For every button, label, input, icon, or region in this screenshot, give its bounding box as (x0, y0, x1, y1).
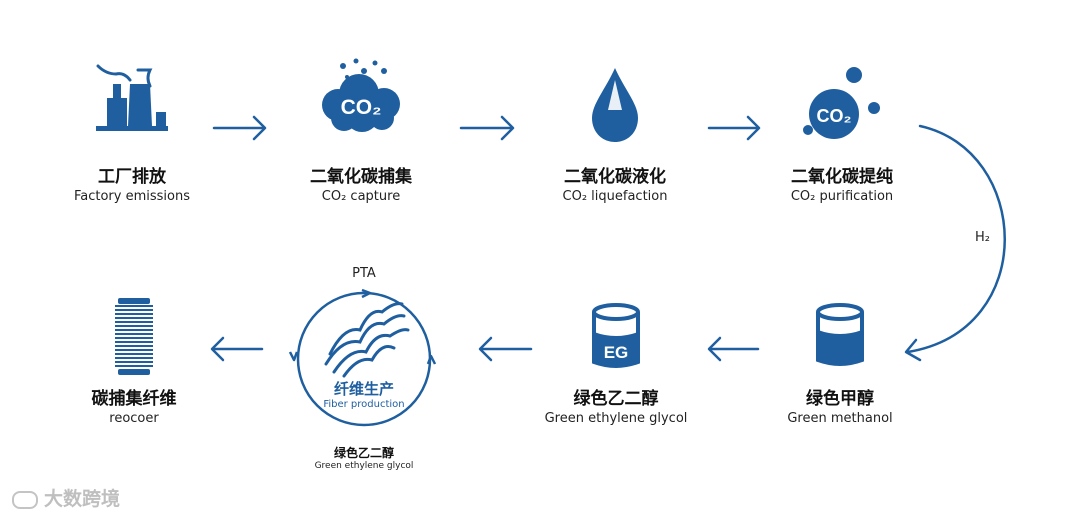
arrow-right-icon (459, 115, 515, 141)
node-title: 工厂排放 (98, 167, 166, 187)
curved-arrow-icon (904, 124, 1006, 362)
beaker-icon (816, 303, 864, 366)
co2-purification-text: CO₂ (817, 106, 852, 126)
eg-text: EG (604, 343, 629, 362)
fiber-production-subtitle: Fiber production (323, 399, 405, 410)
node-title: 二氧化碳捕集 (310, 167, 412, 187)
node-co2-purification: 二氧化碳提纯 CO₂ purification (762, 162, 922, 204)
yarn-spool-icon (115, 298, 153, 375)
droplet-icon (592, 68, 638, 142)
watermark-logo-icon (12, 490, 38, 509)
node-title: 绿色甲醇 (806, 389, 874, 409)
co2-capture-text: CO₂ (341, 96, 382, 119)
node-title: 二氧化碳提纯 (791, 167, 893, 187)
arrow-left-icon (478, 336, 533, 362)
node-co2-capture: 二氧化碳捕集 CO₂ capture (281, 162, 441, 204)
node-subtitle: Green methanol (787, 411, 893, 426)
node-co2-liquefaction: 二氧化碳液化 CO₂ liquefaction (535, 162, 695, 204)
arrow-left-icon (707, 336, 760, 362)
eg-beaker-icon: EG (592, 303, 640, 368)
fiber-cycle-bottom-label: 绿色乙二醇 Green ethylene glycol (299, 444, 429, 471)
node-subtitle: CO₂ liquefaction (562, 189, 668, 204)
node-title: 二氧化碳液化 (564, 167, 666, 187)
node-title: 绿色乙二醇 (573, 389, 659, 409)
fiber-cycle-bottom-title: 绿色乙二醇 (333, 446, 394, 460)
node-subtitle: Factory emissions (73, 189, 191, 204)
node-factory-emissions: 工厂排放 Factory emissions (62, 162, 202, 204)
fiber-cycle-icon (288, 288, 437, 427)
arrow-right-icon (707, 115, 761, 141)
node-subtitle: reocoer (109, 411, 159, 426)
co2-bubble-icon: CO₂ (803, 67, 880, 139)
arrow-left-icon (210, 336, 264, 362)
node-subtitle: CO₂ capture (321, 189, 401, 204)
arrow-right-icon (212, 115, 267, 141)
node-subtitle: Green ethylene glycol (544, 411, 688, 426)
h2-label: H₂ (975, 230, 990, 245)
node-carbon-capture-fiber: 碳捕集纤维 reocoer (64, 384, 204, 426)
node-green-methanol: 绿色甲醇 Green methanol (770, 384, 910, 426)
watermark: 大数跨境 (12, 484, 120, 511)
node-title: 碳捕集纤维 (91, 389, 177, 409)
pta-label: PTA (352, 266, 376, 281)
node-green-ethylene-glycol: 绿色乙二醇 Green ethylene glycol (531, 384, 701, 426)
co2-cloud-icon: CO₂ (322, 58, 400, 132)
fiber-production-label: 纤维生产 Fiber production (304, 378, 424, 410)
factory-icon (96, 64, 168, 131)
fiber-cycle-bottom-subtitle: Green ethylene glycol (314, 461, 414, 471)
fiber-production-title: 纤维生产 (333, 380, 394, 398)
watermark-text: 大数跨境 (44, 488, 121, 510)
node-subtitle: CO₂ purification (790, 189, 894, 204)
